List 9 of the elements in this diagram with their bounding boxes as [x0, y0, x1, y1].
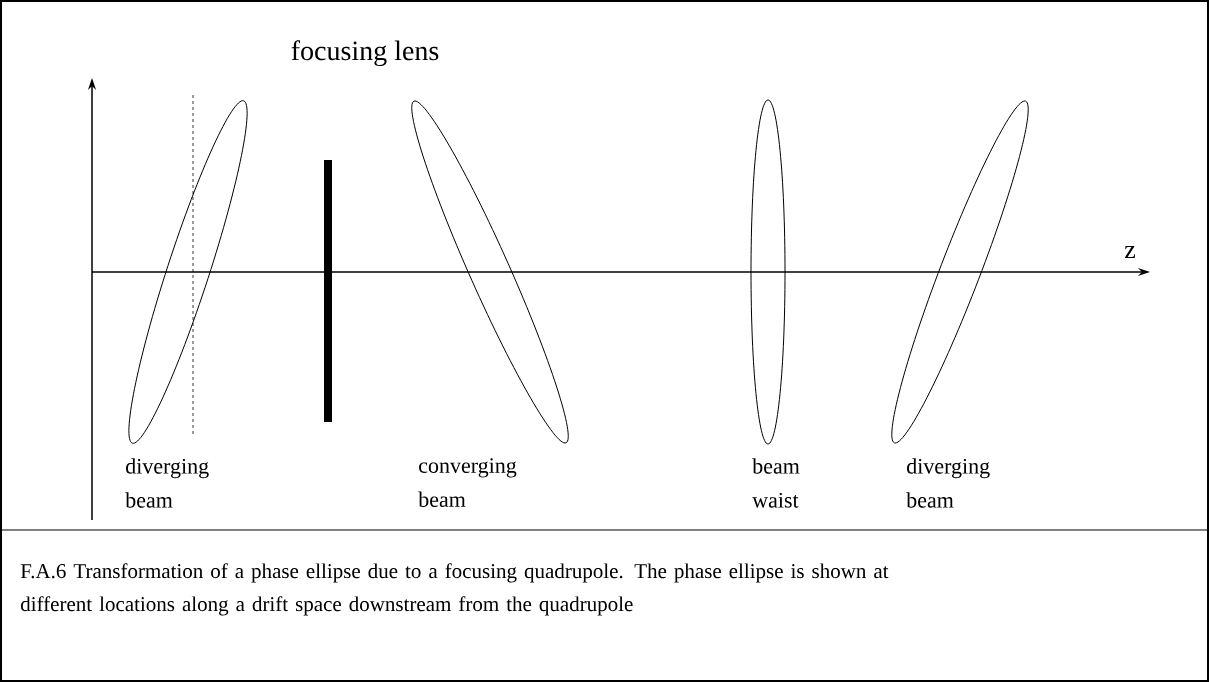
lens-label: focusing lens — [291, 40, 439, 67]
axis-label: z — [1124, 246, 1136, 258]
beam-label: converging beam — [418, 458, 517, 507]
lens-bar — [324, 160, 332, 422]
caption: F.A.6 Transformation of a phase ellipse due to a focusing quadrupole. The phase ellipse is shown at different locations along a drift space downstream from the quadrupole — [20, 563, 889, 616]
beam-label: diverging beam — [125, 458, 209, 508]
phase-ellipse — [750, 99, 786, 445]
beam-label: beam waist — [752, 458, 800, 508]
beam-label: diverging beam — [906, 458, 990, 508]
